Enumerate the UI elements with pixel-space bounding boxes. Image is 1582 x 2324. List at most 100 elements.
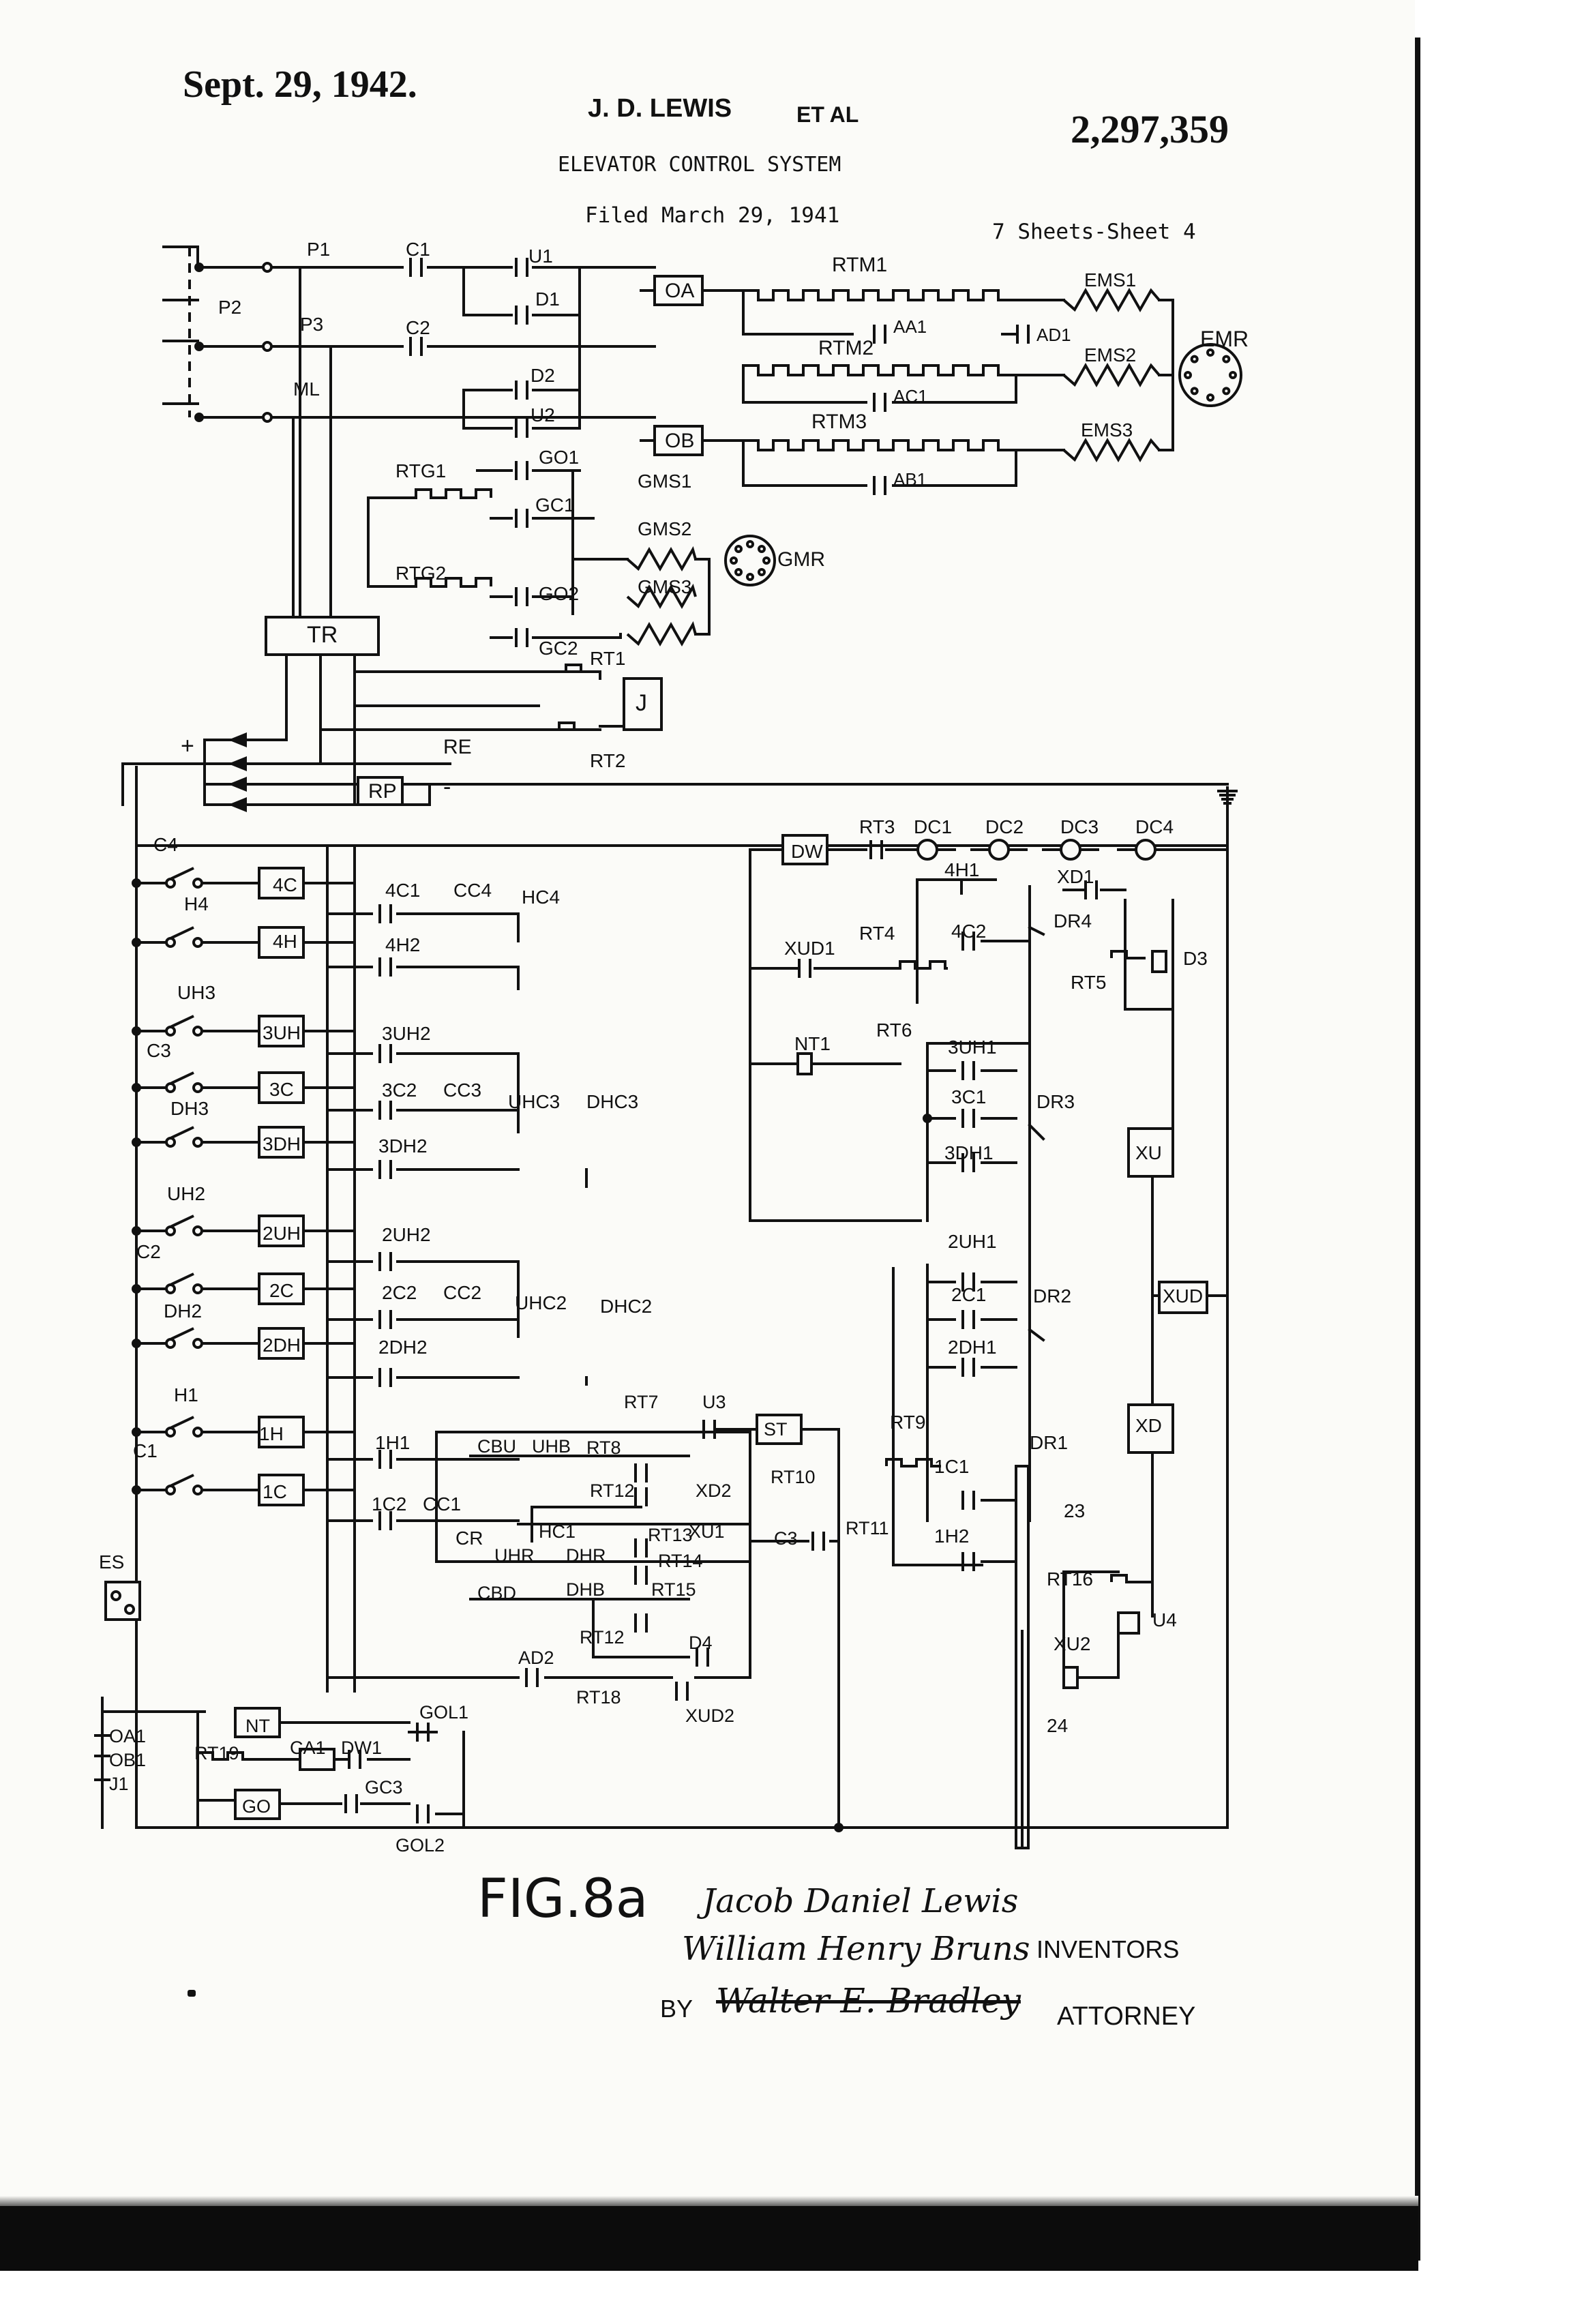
resistor — [415, 577, 492, 588]
label-d1: D1 — [535, 288, 560, 310]
floor-switch — [170, 1015, 194, 1028]
terminal — [165, 1082, 176, 1093]
label-3c1: 3C1 — [951, 1086, 986, 1107]
label-1c1: 1C1 — [934, 1456, 969, 1477]
wire-226 — [1028, 1328, 1045, 1342]
ink-speck — [188, 1990, 196, 1997]
resistor — [899, 960, 948, 970]
label-dr2: DR2 — [1033, 1285, 1071, 1307]
relay-xu — [1127, 1127, 1174, 1178]
label-ad1: AD1 — [1036, 325, 1071, 345]
junction-dot — [132, 1137, 141, 1147]
inventor-signature-2: William Henry Bruns — [682, 1930, 1030, 1968]
label-u4: U4 — [1152, 1609, 1177, 1630]
terminal — [192, 878, 203, 889]
label-uhb: UHB — [532, 1436, 571, 1457]
label-st: ST — [764, 1419, 788, 1440]
terminal — [262, 341, 273, 352]
label-3dh2: 3DH2 — [378, 1135, 428, 1157]
sheet-count: 7 Sheets-Sheet 4 — [992, 220, 1196, 244]
label-rt4: RT4 — [859, 923, 895, 944]
patent-number: 2,297,359 — [1071, 107, 1229, 151]
label-2dh1: 2DH1 — [948, 1337, 997, 1358]
junction-dot — [132, 938, 141, 947]
label-ems1: EMS1 — [1084, 269, 1136, 290]
label-4c2: 4C2 — [951, 921, 986, 942]
label-c2: C2 — [136, 1241, 161, 1262]
field-winding — [626, 621, 697, 647]
field-winding — [626, 583, 697, 610]
label-oa1: OA1 — [109, 1726, 146, 1746]
label-4h2: 4H2 — [385, 934, 420, 955]
label-cc2: CC2 — [443, 1282, 481, 1303]
field-winding — [1062, 287, 1161, 313]
label-rtg2: RTG2 — [395, 563, 446, 584]
inventor-name: J. D. LEWIS — [588, 94, 732, 123]
terminal — [165, 878, 176, 889]
floor-switch — [170, 1071, 194, 1085]
label-u3: U3 — [702, 1392, 726, 1412]
terminal — [192, 1137, 203, 1148]
label-xu1: XU1 — [689, 1521, 725, 1542]
resistor — [742, 364, 1002, 376]
inventors-label: INVENTORS — [1036, 1935, 1180, 1963]
arrow-head — [228, 732, 247, 747]
door-contact — [988, 839, 1010, 861]
elevator-motor-emr-pole — [1190, 355, 1199, 363]
terminal — [124, 1604, 135, 1615]
floor-switch — [170, 926, 194, 940]
label-ab1: AB1 — [893, 469, 927, 490]
label-2dh: 2DH — [263, 1335, 301, 1356]
generator-motor-gmr-pole — [746, 573, 754, 581]
terminal — [165, 1137, 176, 1148]
terminal — [165, 1427, 176, 1437]
label-cc3: CC3 — [443, 1079, 481, 1101]
attorney-signature: Walter E. Bradley — [716, 1981, 1021, 2021]
label-dh3: DH3 — [170, 1098, 209, 1119]
terminal — [165, 1485, 176, 1495]
label-h1: H1 — [174, 1384, 198, 1405]
label-cc1: CC1 — [423, 1493, 461, 1515]
label-2c2: 2C2 — [382, 1282, 417, 1303]
label-dc3: DC3 — [1060, 816, 1099, 837]
arrow-head — [228, 777, 247, 792]
label-2c: 2C — [269, 1280, 294, 1301]
elevator-motor-emr-pole — [1206, 348, 1214, 357]
junction-dot — [923, 1114, 932, 1123]
label-dhc2: DHC2 — [600, 1296, 652, 1317]
label-xud1: XUD1 — [784, 938, 835, 959]
label-uhc2: UHC2 — [515, 1292, 567, 1313]
terminal — [192, 1485, 203, 1495]
terminal — [165, 1225, 176, 1236]
label-rt6: RT6 — [876, 1019, 912, 1041]
resistor — [1110, 1574, 1152, 1583]
transformer-tr — [265, 616, 380, 656]
contact-d3 — [1151, 950, 1167, 973]
label-4h: 4H — [273, 931, 297, 952]
label-dr3: DR3 — [1036, 1091, 1075, 1112]
label-rt11: RT11 — [846, 1518, 889, 1538]
attorney-label: ATTORNEY — [1057, 2002, 1196, 2031]
label-xud: XUD — [1163, 1285, 1203, 1307]
label-3dh1: 3DH1 — [944, 1142, 994, 1163]
terminal — [262, 262, 273, 273]
resistor — [1110, 950, 1146, 959]
patent-title: ELEVATOR CONTROL SYSTEM — [558, 153, 841, 177]
label-rtg1: RTG1 — [395, 460, 446, 481]
label-ob1: OB1 — [109, 1750, 146, 1770]
resistor — [415, 488, 492, 499]
wiring — [94, 245, 1229, 1829]
floor-switch — [170, 1215, 194, 1228]
wire-225 — [1028, 1123, 1045, 1141]
scan-border — [0, 2206, 1418, 2271]
label-dc1: DC1 — [914, 816, 952, 837]
label-ems2: EMS2 — [1084, 344, 1136, 366]
relay-xud — [1158, 1281, 1208, 1314]
label-rt15: RT15 — [651, 1579, 696, 1600]
elevator-motor-emr-pole — [1222, 387, 1231, 396]
floor-switch — [170, 1474, 194, 1487]
label-ac1: AC1 — [893, 386, 928, 406]
label-dhc3: DHC3 — [586, 1091, 638, 1112]
label-c4: C4 — [153, 834, 178, 855]
